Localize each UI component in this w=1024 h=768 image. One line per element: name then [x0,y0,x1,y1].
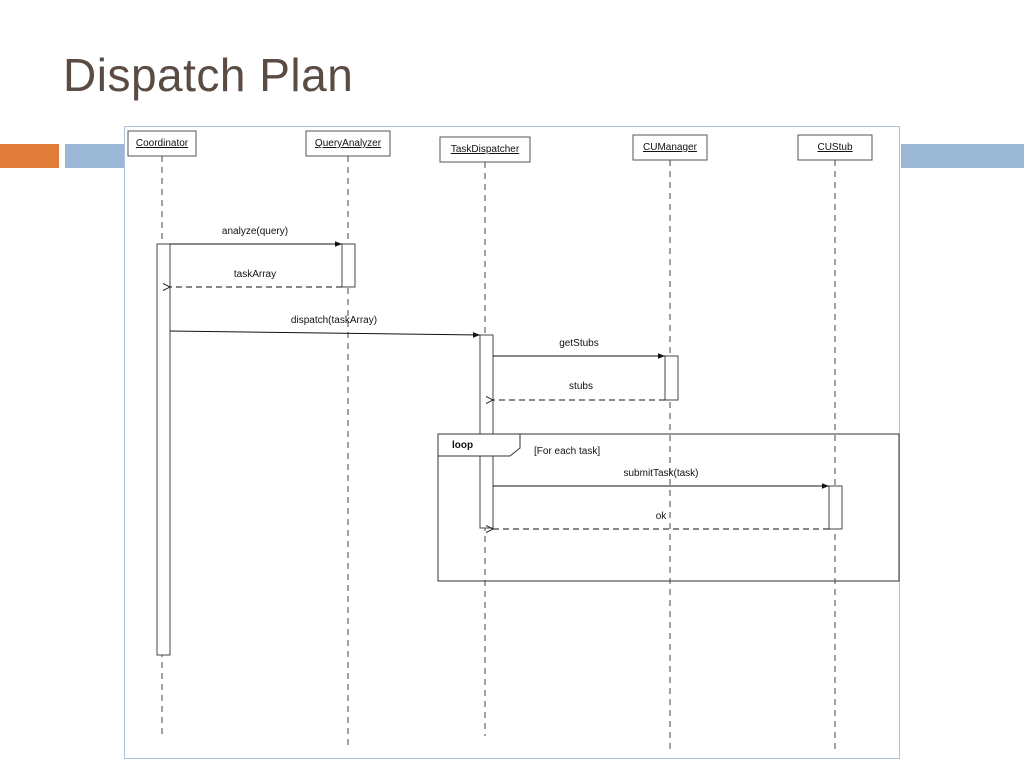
message-label: submitTask(task) [623,468,698,479]
activation-taskdispatcher [479,334,494,529]
message-label: analyze(query) [222,226,288,237]
lifeline-label: QueryAnalyzer [315,138,382,149]
message-label: taskArray [234,269,276,280]
activation-coordinator [156,243,171,656]
sequence-diagram: Coordinator QueryAnalyzer TaskDispatcher… [127,130,900,751]
lifeline-taskdispatcher: TaskDispatcher [439,136,531,736]
message-taskarray: taskArray [170,269,342,287]
accent-bar-blue-right [901,144,1024,168]
message-getstubs: getStubs [493,338,665,359]
message-label: stubs [569,381,593,392]
message-label: getStubs [559,338,598,349]
lifeline-cumanager: CUManager [632,134,708,751]
lifeline-label: Coordinator [136,138,189,149]
loop-guard: [For each task] [534,446,600,457]
loop-operator: loop [452,440,473,451]
activation-custub [828,485,843,530]
message-submittask: submitTask(task) [493,468,829,489]
lifeline-custub: CUStub [797,134,873,751]
accent-bar-orange [0,144,59,168]
lifeline-label: CUStub [817,142,852,153]
message-dispatch: dispatch(taskArray) [169,315,481,338]
loop-fragment: loop [For each task] [437,433,900,582]
activation-cumanager [664,355,679,401]
lifeline-queryanalyzer: QueryAnalyzer [305,130,391,746]
lifeline-label: TaskDispatcher [451,144,520,155]
message-ok: ok [493,511,829,529]
slide-title: Dispatch Plan [63,49,354,101]
activation-queryanalyzer [341,243,356,288]
message-label: ok [656,511,668,522]
message-label: dispatch(taskArray) [291,315,377,326]
lifeline-label: CUManager [643,142,698,153]
accent-bar-blue-left [65,144,125,168]
message-stubs: stubs [493,381,665,400]
message-analyze: analyze(query) [170,226,342,247]
